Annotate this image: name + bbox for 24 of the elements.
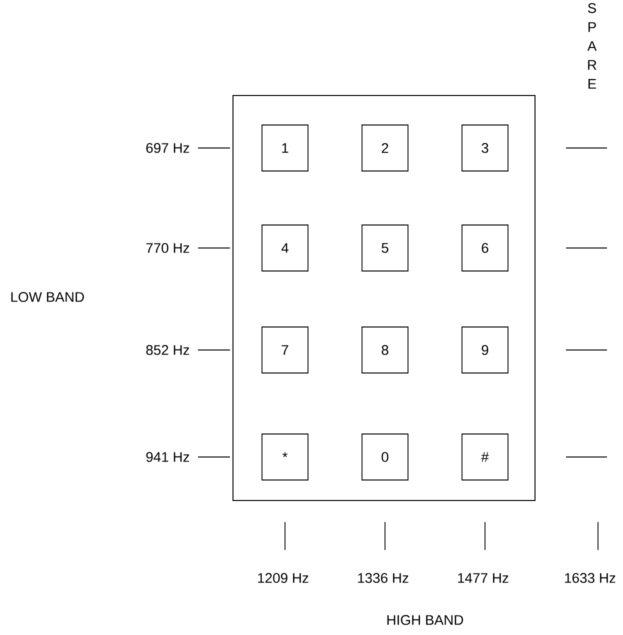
frequency-label: 1477 Hz xyxy=(458,573,508,583)
key-button: 5 xyxy=(362,224,408,272)
key-button: 7 xyxy=(262,326,308,374)
key-button: 2 xyxy=(362,124,408,172)
band-label: HIGH BAND xyxy=(387,615,464,625)
frequency-label: 941 Hz xyxy=(146,452,190,462)
key-button: # xyxy=(462,434,508,480)
key-button: * xyxy=(262,434,308,480)
key-button: 8 xyxy=(362,326,408,374)
keypad-frame xyxy=(232,95,536,501)
key-button: 1 xyxy=(262,124,308,172)
key-button: 3 xyxy=(462,124,508,172)
key-button: 0 xyxy=(362,434,408,480)
frequency-label: 770 Hz xyxy=(146,243,190,253)
key-button: 4 xyxy=(262,224,308,272)
frequency-label: 1633 Hz xyxy=(565,573,616,583)
vertical-label: SPARE xyxy=(587,3,597,89)
frequency-label: 852 Hz xyxy=(146,345,190,355)
key-button: 9 xyxy=(462,326,508,374)
key-button: 6 xyxy=(462,224,508,272)
frequency-label: 1336 Hz xyxy=(358,573,408,583)
band-label: LOW BAND xyxy=(11,292,84,302)
frequency-label: 697 Hz xyxy=(146,143,190,153)
frequency-label: 1209 Hz xyxy=(258,573,308,583)
